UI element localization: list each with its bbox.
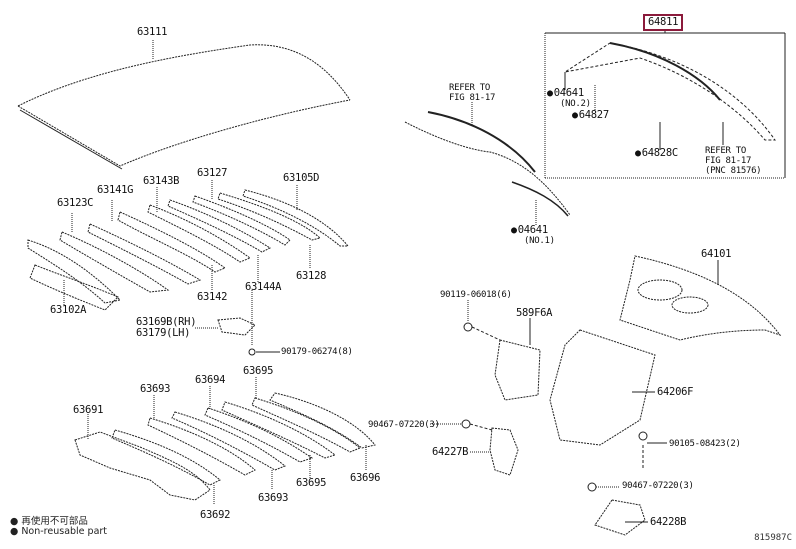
part-label-64228b[interactable]: 64228B (650, 516, 687, 528)
roof-bows-drawing (27, 189, 350, 311)
part-label-63111[interactable]: 63111 (137, 26, 168, 38)
part-label-90119-06018[interactable]: 90119-06018(6) (440, 290, 512, 300)
part-label-63692[interactable]: 63692 (200, 509, 231, 521)
nut-icon (587, 482, 597, 492)
part-label-64811-highlighted[interactable]: 64811 (643, 14, 684, 31)
rear-panel-drawing (494, 329, 656, 446)
part-label-04641-no1[interactable]: 04641 (511, 225, 548, 236)
bracket-63169b-drawing (217, 317, 256, 336)
weatherstrip-drawing (404, 102, 571, 225)
leader-lines-left (63, 180, 311, 345)
part-label-589f6a[interactable]: 589F6A (516, 307, 553, 319)
part-label-63105d[interactable]: 63105D (283, 172, 320, 184)
part-label-63693-bottom[interactable]: 63693 (258, 492, 289, 504)
part-label-63142[interactable]: 63142 (197, 291, 228, 303)
part-label-90105-08423[interactable]: 90105-08423(2) (669, 439, 741, 449)
part-label-63141g[interactable]: 63141G (97, 184, 134, 196)
part-label-64206f[interactable]: 64206F (657, 386, 694, 398)
screw-icon (248, 348, 256, 356)
part-label-63102a[interactable]: 63102A (50, 304, 87, 316)
part-label-63691[interactable]: 63691 (73, 404, 104, 416)
part-label-64227b[interactable]: 64227B (432, 446, 469, 458)
legend-jp-text: 再使用不可部品 (21, 516, 88, 527)
nut-icon (461, 419, 471, 429)
part-label-63144a[interactable]: 63144A (245, 281, 282, 293)
refer-note-left-2: FIG 81-17 (449, 93, 496, 103)
refer-note-left-1: REFER TO (449, 83, 490, 93)
legend-en-text: Non-reusable part (21, 526, 108, 537)
bolt-icon (638, 431, 648, 441)
bullet-icon: ● (10, 516, 22, 527)
refer-note-right-2: FIG 81-17 (705, 156, 752, 166)
refer-note-right-1: REFER TO (705, 146, 746, 156)
part-label-63695-top[interactable]: 63695 (243, 365, 274, 377)
note-no1: (NO.1) (524, 236, 555, 246)
roof-panel-drawing (17, 40, 351, 170)
bracket-64227b-drawing (489, 427, 519, 476)
figure-code: 815987C (754, 533, 792, 543)
part-label-63143b[interactable]: 63143B (143, 175, 180, 187)
note-no2: (NO.2) (560, 99, 591, 109)
part-label-63179[interactable]: 63179(LH) (136, 327, 191, 339)
bolt-icon (463, 322, 473, 332)
part-label-90467-07220-right[interactable]: 90467-07220(3) (622, 481, 694, 491)
part-label-63128[interactable]: 63128 (296, 270, 327, 282)
part-label-63695-bottom[interactable]: 63695 (296, 477, 327, 489)
part-label-63694[interactable]: 63694 (195, 374, 226, 386)
roof-silencers-drawing (74, 392, 376, 501)
back-door-trim-box (544, 29, 786, 179)
part-label-64827[interactable]: 64827 (572, 110, 609, 121)
part-label-63696[interactable]: 63696 (350, 472, 381, 484)
leader-lines-silencers (87, 377, 367, 505)
part-label-63169b[interactable]: 63169B(RH) (136, 316, 197, 328)
part-label-90179-06274[interactable]: 90179-06274(8) (281, 347, 353, 357)
bullet-icon: ● (10, 526, 22, 537)
legend-jp: ● 再使用不可部品 (10, 513, 88, 527)
part-label-63127[interactable]: 63127 (197, 167, 228, 179)
part-label-64828c[interactable]: 64828C (635, 148, 678, 159)
part-label-63693-top[interactable]: 63693 (140, 383, 171, 395)
part-label-63123c[interactable]: 63123C (57, 197, 94, 209)
package-tray-drawing (619, 255, 782, 341)
bracket-64228b-drawing (594, 499, 646, 536)
part-label-04641-no2[interactable]: 04641 (547, 88, 584, 99)
refer-note-right-3: (PNC 81576) (705, 166, 762, 176)
part-label-90467-07220-left[interactable]: 90467-07220(3) (368, 420, 440, 430)
legend-en: ● Non-reusable part (10, 526, 107, 537)
part-label-64101[interactable]: 64101 (701, 248, 732, 260)
